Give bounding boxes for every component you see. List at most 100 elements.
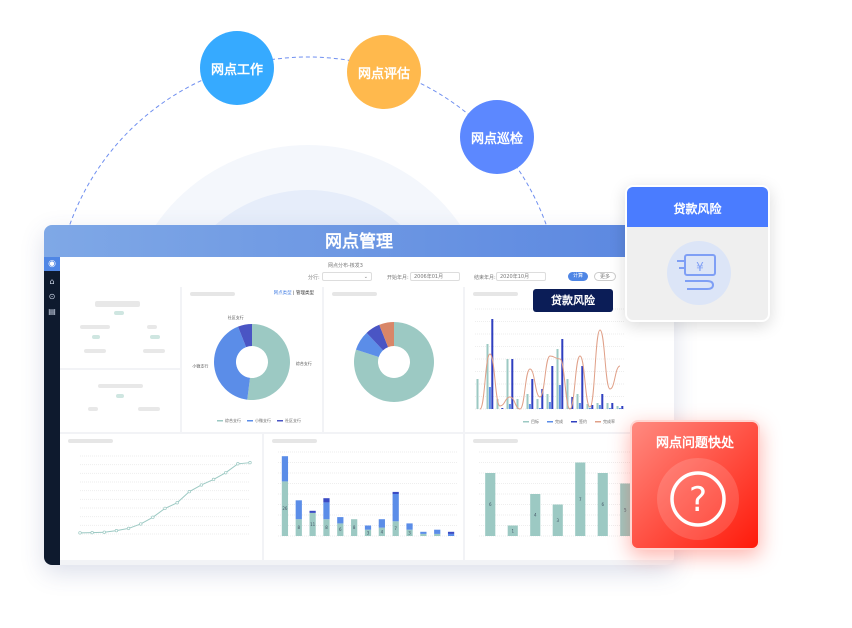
slice-label: 小微支行 (192, 363, 208, 369)
data-point (236, 462, 240, 466)
start-label: 开始年月: (387, 275, 409, 281)
data-point (224, 471, 228, 475)
bar (561, 339, 564, 409)
bar (552, 504, 563, 536)
bar (506, 359, 509, 409)
bar (508, 404, 511, 409)
report-icon[interactable]: ▤ (48, 307, 56, 316)
bar (420, 531, 427, 534)
series-line-completion-rate (479, 329, 621, 410)
bubble-branch-evaluation[interactable]: 网点评估 (347, 35, 421, 109)
bar-value-label: 1 (511, 528, 514, 533)
legend-label: 社区支行 (285, 417, 301, 423)
bar (491, 319, 494, 409)
bar (528, 404, 531, 409)
loan-risk-badge[interactable]: 贷款风险 (533, 289, 613, 312)
bar-value-label: 6 (339, 527, 342, 532)
bar (541, 389, 544, 409)
bar (351, 519, 358, 536)
bar (566, 379, 569, 409)
bar (434, 533, 441, 536)
dashboard-title: 网点管理 (44, 225, 674, 257)
pie-chart-branch-type: 综合支行小微支行社区支行综合支行小微支行社区支行 (192, 314, 312, 423)
bar (548, 402, 551, 409)
data-point (248, 461, 252, 465)
bar (434, 529, 441, 534)
bar-value-label: 8 (353, 525, 356, 530)
bar (618, 408, 621, 409)
data-point (211, 477, 216, 482)
start-date-input[interactable]: 2006年01月 (410, 272, 460, 281)
more-button[interactable]: 更多 (594, 272, 617, 281)
bar (598, 405, 601, 409)
bar (309, 510, 316, 513)
pie-slice (238, 324, 252, 348)
data-point (114, 529, 119, 533)
bar-value-label: 3 (408, 530, 411, 535)
bar (476, 379, 479, 409)
bar-value-label: 7 (394, 526, 397, 531)
bar (496, 399, 499, 409)
pie-slice (366, 324, 389, 351)
legend-label: 完成 (555, 418, 563, 424)
pie-slice (379, 322, 394, 348)
bubble-label: 网点评估 (357, 66, 410, 82)
bar (364, 529, 372, 536)
data-point (163, 506, 167, 511)
summary-panel-2 (60, 370, 180, 432)
bar (581, 366, 584, 409)
tab-management-type[interactable]: 管理类型 (296, 291, 314, 296)
legend-swatch (595, 421, 601, 423)
home-icon[interactable]: ⌂ (49, 277, 55, 286)
legend-swatch (217, 420, 223, 422)
line-chart (78, 455, 252, 535)
calculate-button[interactable]: 计算 (568, 272, 589, 281)
bar (606, 403, 609, 409)
bar (611, 403, 614, 409)
end-value: 2020年10月 (500, 274, 530, 280)
bar (447, 533, 455, 536)
bar-value-label: 3 (367, 530, 370, 535)
bar (536, 399, 539, 409)
pie-slice (214, 326, 250, 400)
data-point (199, 483, 204, 487)
end-date-input[interactable]: 2020年10月 (496, 272, 546, 281)
bar (486, 344, 489, 409)
bar (295, 519, 302, 536)
summary-panel-1 (60, 287, 180, 368)
trend-line-panel (60, 434, 262, 560)
data-point (175, 501, 179, 505)
bar (281, 456, 289, 482)
quick-issue-card[interactable]: 网点问题快处 ? (630, 420, 760, 550)
data-point (151, 515, 155, 519)
bar (530, 494, 541, 536)
legend-label: 签约 (579, 418, 587, 424)
bar (556, 349, 559, 409)
quick-issue-title: 网点问题快处 (655, 436, 734, 451)
bar (608, 408, 611, 409)
search-icon[interactable]: ⊙ (48, 292, 56, 301)
loan-risk-card[interactable]: 贷款风险 ¥ (625, 185, 770, 322)
bar (531, 379, 534, 409)
bar (576, 394, 579, 409)
bar (323, 502, 330, 520)
bar (558, 385, 561, 409)
bar (621, 406, 624, 409)
tab-branch-type[interactable]: 网点类型 (273, 291, 292, 296)
bar (323, 519, 330, 536)
bar (601, 394, 604, 409)
bar (406, 529, 413, 536)
bubble-branch-inspection[interactable]: 网点巡检 (460, 100, 534, 174)
bar (616, 406, 619, 409)
pie-slice (247, 324, 290, 400)
bar (392, 521, 399, 536)
bar (575, 462, 586, 536)
bubble-branch-work[interactable]: 网点工作 (200, 31, 274, 105)
branch-select[interactable]: ⌄ (322, 272, 372, 281)
bar-value-label: 11 (310, 522, 316, 527)
legend-swatch (247, 420, 253, 422)
legend-swatch (547, 421, 553, 423)
legend-label: 完成率 (603, 418, 615, 424)
data-point (90, 531, 94, 535)
